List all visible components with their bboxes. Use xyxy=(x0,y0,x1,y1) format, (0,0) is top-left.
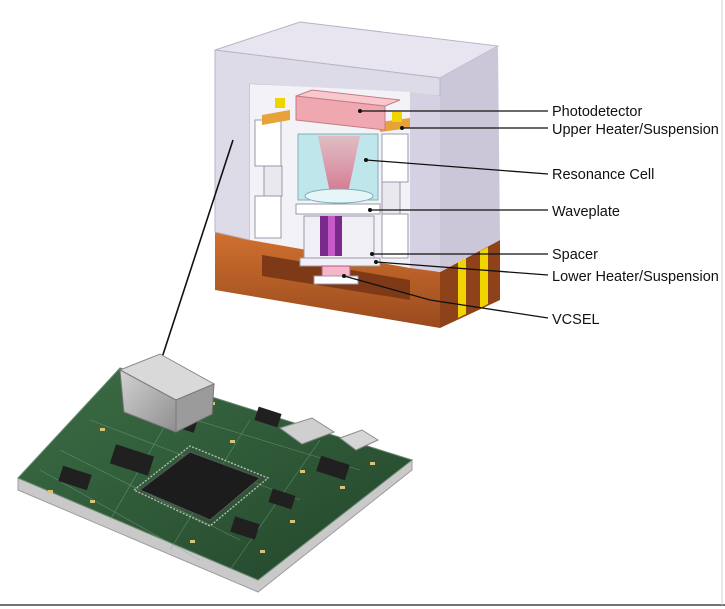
metal-can xyxy=(278,417,336,445)
label-spacer: Spacer xyxy=(552,247,598,263)
leader-dot xyxy=(342,274,346,278)
vcsel-mount xyxy=(313,275,359,285)
vcsel-beam-core xyxy=(328,216,335,256)
pcb-board xyxy=(17,367,414,593)
chip xyxy=(316,455,350,481)
leader-vcsel xyxy=(343,275,549,319)
lower-heater xyxy=(299,257,381,267)
suspension-block xyxy=(254,195,282,239)
leader-dot xyxy=(374,260,378,264)
label-lower-heater: Lower Heater/Suspension xyxy=(552,269,719,285)
cell-window xyxy=(304,188,374,204)
csac-cutaway xyxy=(214,21,500,328)
suspension-block xyxy=(263,165,283,197)
csac-package-on-board xyxy=(118,353,216,433)
label-upper-heater: Upper Heater/Suspension xyxy=(552,122,719,138)
gold-stripe xyxy=(480,247,488,308)
chip xyxy=(109,444,155,476)
label-resonance-cell: Resonance Cell xyxy=(552,167,654,183)
waveplate-part xyxy=(295,203,381,215)
chip xyxy=(230,516,260,540)
chip xyxy=(268,488,296,510)
chip xyxy=(58,465,92,491)
chip xyxy=(254,406,282,428)
leader-dot xyxy=(400,126,404,130)
suspension-block xyxy=(381,133,409,183)
leader-dot xyxy=(364,158,368,162)
main-processor-chip xyxy=(139,451,261,521)
gold-stripe xyxy=(458,258,466,318)
leader-resonance-cell xyxy=(365,159,549,175)
laser-beam-cone xyxy=(318,136,360,212)
metal-can xyxy=(338,429,380,451)
housing-right-wall xyxy=(410,92,440,272)
suspension-block xyxy=(254,119,282,167)
leader-dot xyxy=(358,109,362,113)
gold-tab xyxy=(275,98,285,108)
suspension-block xyxy=(381,181,401,215)
part-labels: Photodetector Upper Heater/Suspension Re… xyxy=(552,104,719,328)
label-photodetector: Photodetector xyxy=(552,104,642,120)
label-waveplate: Waveplate xyxy=(552,204,620,220)
leader-lines xyxy=(342,109,549,319)
housing-side-face xyxy=(440,46,500,272)
leader-dot xyxy=(368,208,372,212)
label-vcsel: VCSEL xyxy=(552,312,600,328)
leader-lower-heater xyxy=(375,261,549,276)
upper-heater xyxy=(262,110,290,125)
gold-tab xyxy=(392,112,402,122)
photodetector-top xyxy=(295,89,401,107)
leader-dot xyxy=(370,252,374,256)
suspension-block xyxy=(381,213,409,259)
package-side xyxy=(175,383,215,433)
vcsel-part xyxy=(321,265,351,277)
chip-pins xyxy=(132,445,270,527)
